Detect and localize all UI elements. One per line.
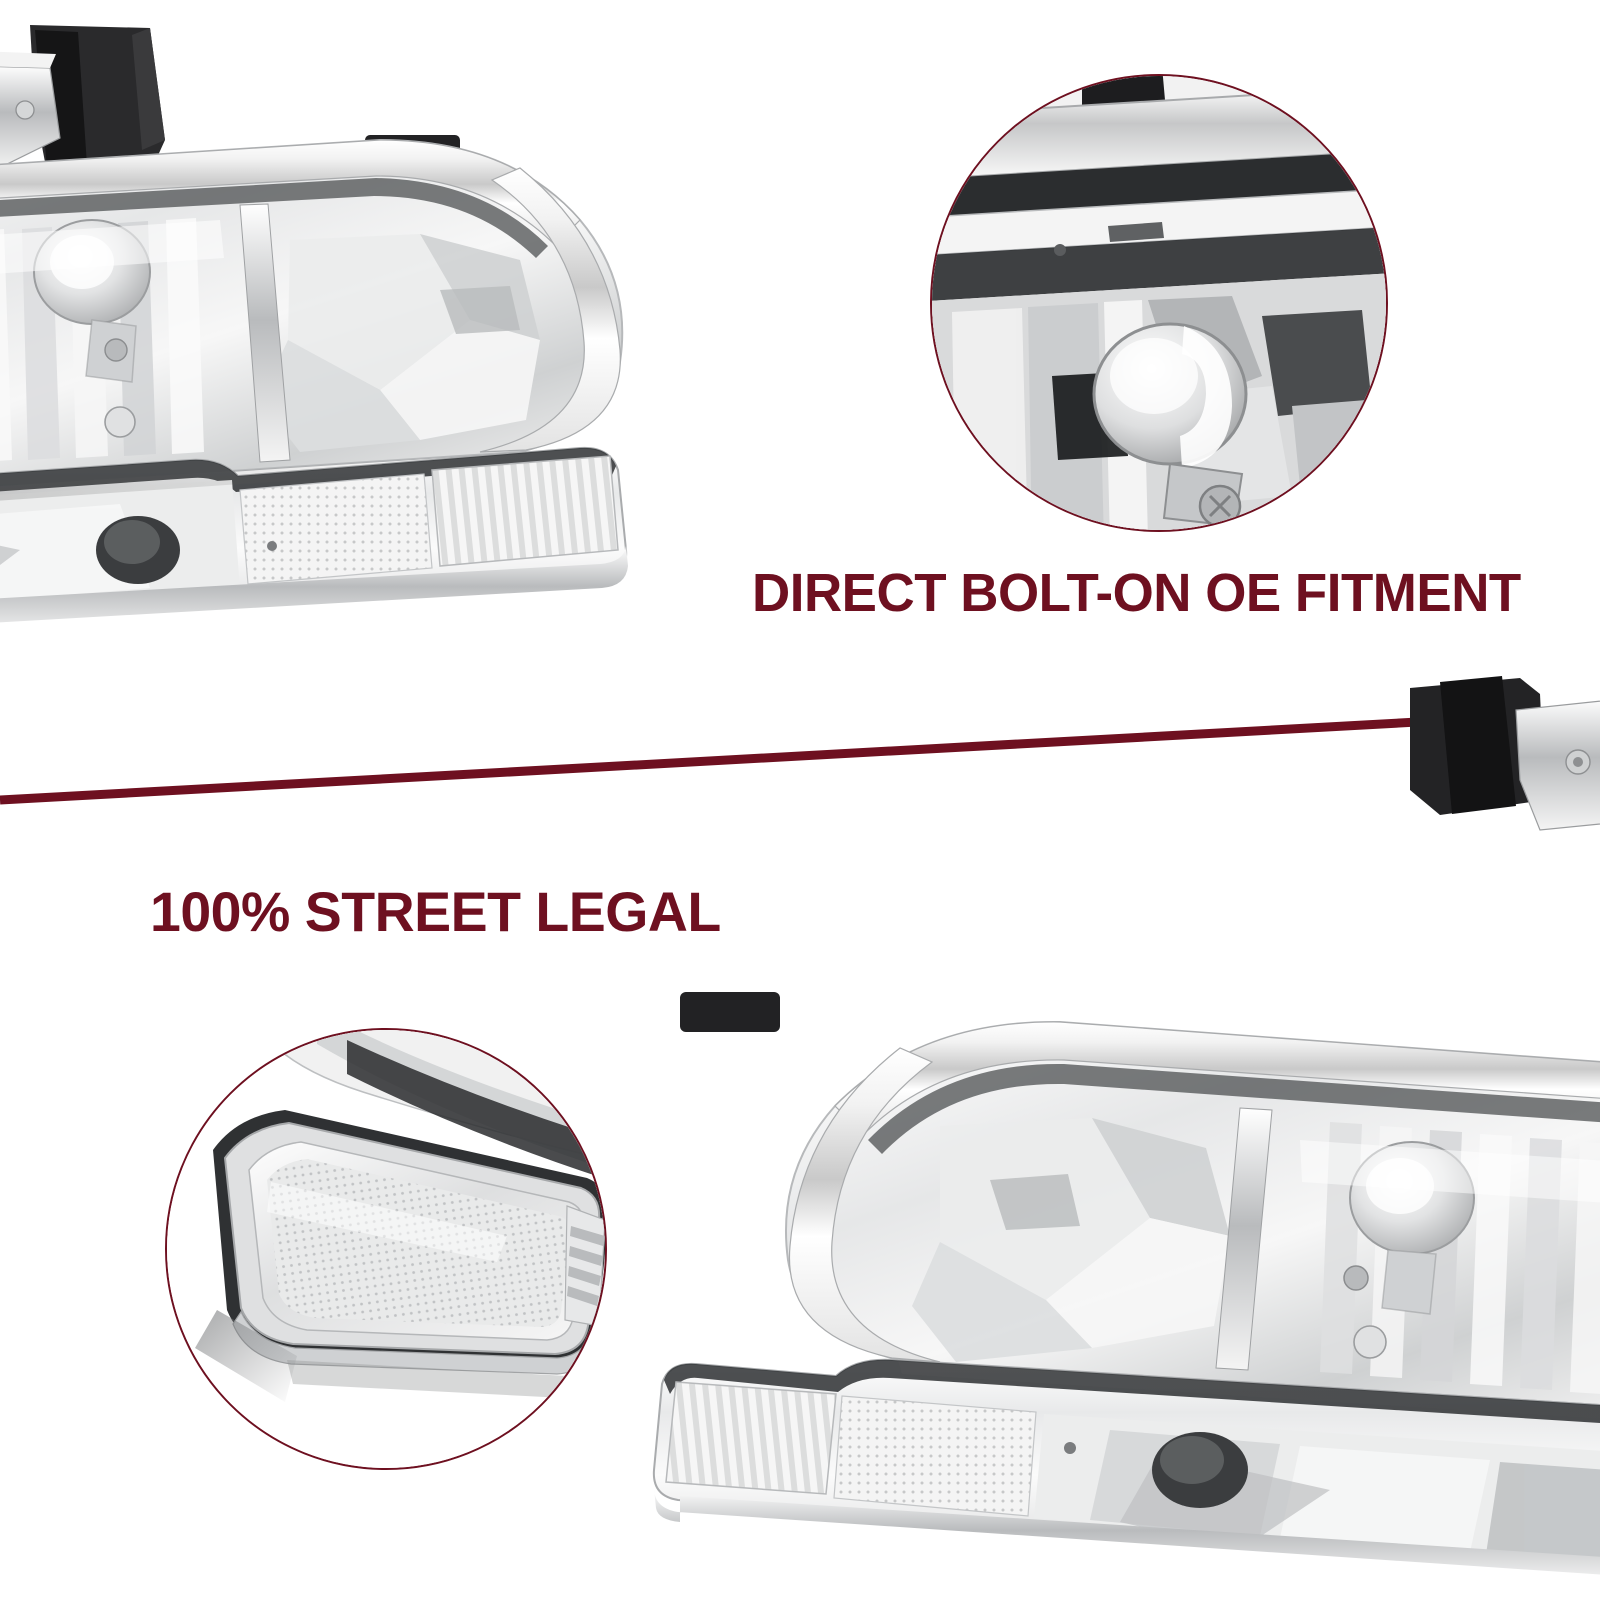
- bumper-signal-lamp: [0, 446, 628, 623]
- bulb-retainer-screw: [104, 338, 128, 362]
- signal-lens-ribbed: [665, 1381, 837, 1495]
- signal-lens-ribbed: [431, 455, 619, 567]
- black-mounting-bracket: [1410, 676, 1545, 815]
- lens-serrations: [567, 1226, 605, 1306]
- headline-direct-bolt-on-oe-fitment: DIRECT BOLT-ON OE FITMENT: [752, 563, 1521, 623]
- callout-zoom-content: [932, 76, 1386, 530]
- lens-divider-rail: [239, 203, 291, 463]
- secondary-bulb-port: [1353, 1325, 1387, 1359]
- headlamp-lens: [785, 1020, 1600, 1406]
- chrome-adjuster-block: [0, 51, 61, 169]
- black-locating-tab: [680, 992, 780, 1032]
- chrome-adjuster-block: [1515, 700, 1600, 831]
- chrome-corner-cap: [479, 167, 621, 453]
- signal-lens-dotted: [239, 473, 433, 585]
- lens-facets: [912, 1118, 1230, 1362]
- callout-zoom-content: [167, 1030, 605, 1468]
- chrome-corner-cap: [788, 1047, 941, 1363]
- callout-headlight-bulb-detail[interactable]: [930, 74, 1388, 532]
- headline-100-percent-street-legal: 100% STREET LEGAL: [150, 880, 721, 943]
- callout-turn-signal-detail[interactable]: [165, 1028, 607, 1470]
- bulb-retainer-screw: [1343, 1265, 1369, 1291]
- headlight-assembly-right: [640, 670, 1600, 1600]
- headlight-assembly-left: [0, 0, 800, 690]
- secondary-bulb-port: [104, 406, 136, 438]
- lens-divider-rail: [1215, 1107, 1273, 1371]
- signal-lens-dotted: [833, 1395, 1037, 1517]
- lens-facets: [260, 234, 540, 452]
- bumper-signal-lamp: [652, 1358, 1600, 1575]
- headlamp-lens: [0, 138, 624, 488]
- bulb-closeup: [1092, 322, 1248, 528]
